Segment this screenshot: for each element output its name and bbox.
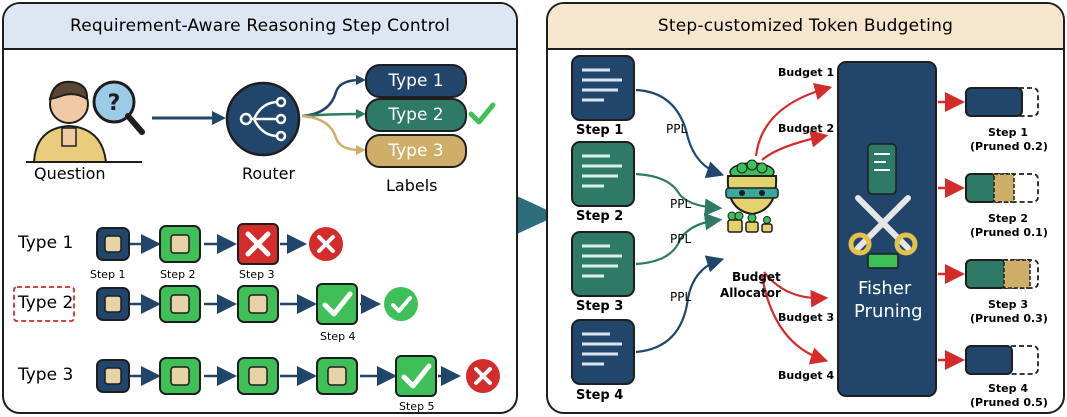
ppl-label-4: PPL (670, 290, 692, 304)
budget-label-1: Budget 1 (778, 66, 835, 79)
budget-label-3: Budget 3 (778, 311, 835, 324)
type-pill-1-label: Type 1 (388, 71, 444, 91)
output-3-pruned: (Pruned 0.3) (970, 312, 1048, 325)
router-icon (225, 81, 301, 157)
step-4-label: Step 4 (576, 388, 624, 403)
output-2-pruned: (Pruned 0.1) (970, 226, 1048, 239)
row-2-chain (13, 283, 418, 325)
row-3-chain (96, 355, 500, 397)
type-pill-2-label: Type 2 (388, 105, 444, 125)
router-label: Router (242, 164, 296, 183)
output-2-step: Step 2 (988, 212, 1028, 225)
step-1-doc (571, 55, 635, 121)
row-1-step-3-caption: Step 3 (239, 268, 275, 281)
budget-allocator-label-2: Allocator (720, 286, 781, 300)
thinking-person-icon: ? (26, 80, 145, 163)
router-type-arrows (301, 75, 366, 155)
type-pill-3: Type 3 (365, 134, 467, 168)
right-panel-title: Step-customized Token Budgeting (657, 16, 954, 36)
output-bar-4 (965, 345, 1039, 375)
output-3-step: Step 3 (988, 298, 1028, 311)
row-2-label: Type 2 (18, 293, 74, 313)
right-panel: Step-customized Token Budgeting (546, 2, 1065, 414)
output-1-step: Step 1 (988, 126, 1028, 139)
ppl-label-1: PPL (666, 122, 688, 136)
step-3-doc (571, 231, 635, 297)
left-panel: Requirement-Aware Reasoning Step Control… (2, 2, 518, 414)
right-panel-header: Step-customized Token Budgeting (548, 4, 1063, 50)
step-2-doc (571, 141, 635, 207)
step-1-label: Step 1 (576, 123, 624, 138)
output-bar-3 (965, 259, 1039, 289)
row-3-step-5-caption: Step 5 (399, 400, 435, 413)
scissors-icon (848, 143, 918, 269)
row-1-label: Type 1 (18, 233, 74, 253)
output-4-pruned: (Pruned 0.5) (970, 396, 1048, 409)
question-router-arrow (152, 111, 226, 125)
type-pill-1: Type 1 (365, 64, 467, 98)
budget-label-2: Budget 2 (778, 122, 835, 135)
checkmark-icon (468, 102, 496, 125)
step-2-label: Step 2 (576, 209, 624, 224)
row-1-chain (96, 223, 343, 265)
output-1-pruned: (Pruned 0.2) (970, 140, 1048, 153)
type-pill-2: Type 2 (365, 98, 467, 132)
step-chains (13, 223, 500, 397)
svg-text:?: ? (108, 91, 121, 116)
left-panel-header: Requirement-Aware Reasoning Step Control (4, 4, 516, 50)
budget-label-4: Budget 4 (778, 369, 835, 382)
budget-flow (571, 55, 1039, 397)
budget-allocator-icon (725, 159, 779, 233)
row-1-step-2-caption: Step 2 (160, 268, 196, 281)
left-panel-title: Requirement-Aware Reasoning Step Control (69, 16, 451, 36)
fisher-pruning-label-1: Fisher (858, 278, 912, 299)
question-label: Question (34, 164, 106, 183)
ppl-label-3: PPL (670, 232, 692, 246)
output-bar-1 (965, 87, 1039, 117)
labels-caption: Labels (386, 176, 438, 195)
row-3-label: Type 3 (18, 365, 74, 385)
step-3-label: Step 3 (576, 299, 624, 314)
output-4-step: Step 4 (988, 382, 1028, 395)
budget-allocator-label-1: Budget (732, 270, 781, 284)
ppl-label-2: PPL (670, 197, 692, 211)
type-pill-3-label: Type 3 (388, 141, 444, 161)
step-4-doc (571, 319, 635, 385)
row-2-step-4-caption: Step 4 (320, 330, 356, 343)
output-bar-2 (965, 173, 1039, 203)
row-1-step-1-caption: Step 1 (90, 268, 126, 281)
fisher-pruning-label-2: Pruning (854, 301, 923, 322)
